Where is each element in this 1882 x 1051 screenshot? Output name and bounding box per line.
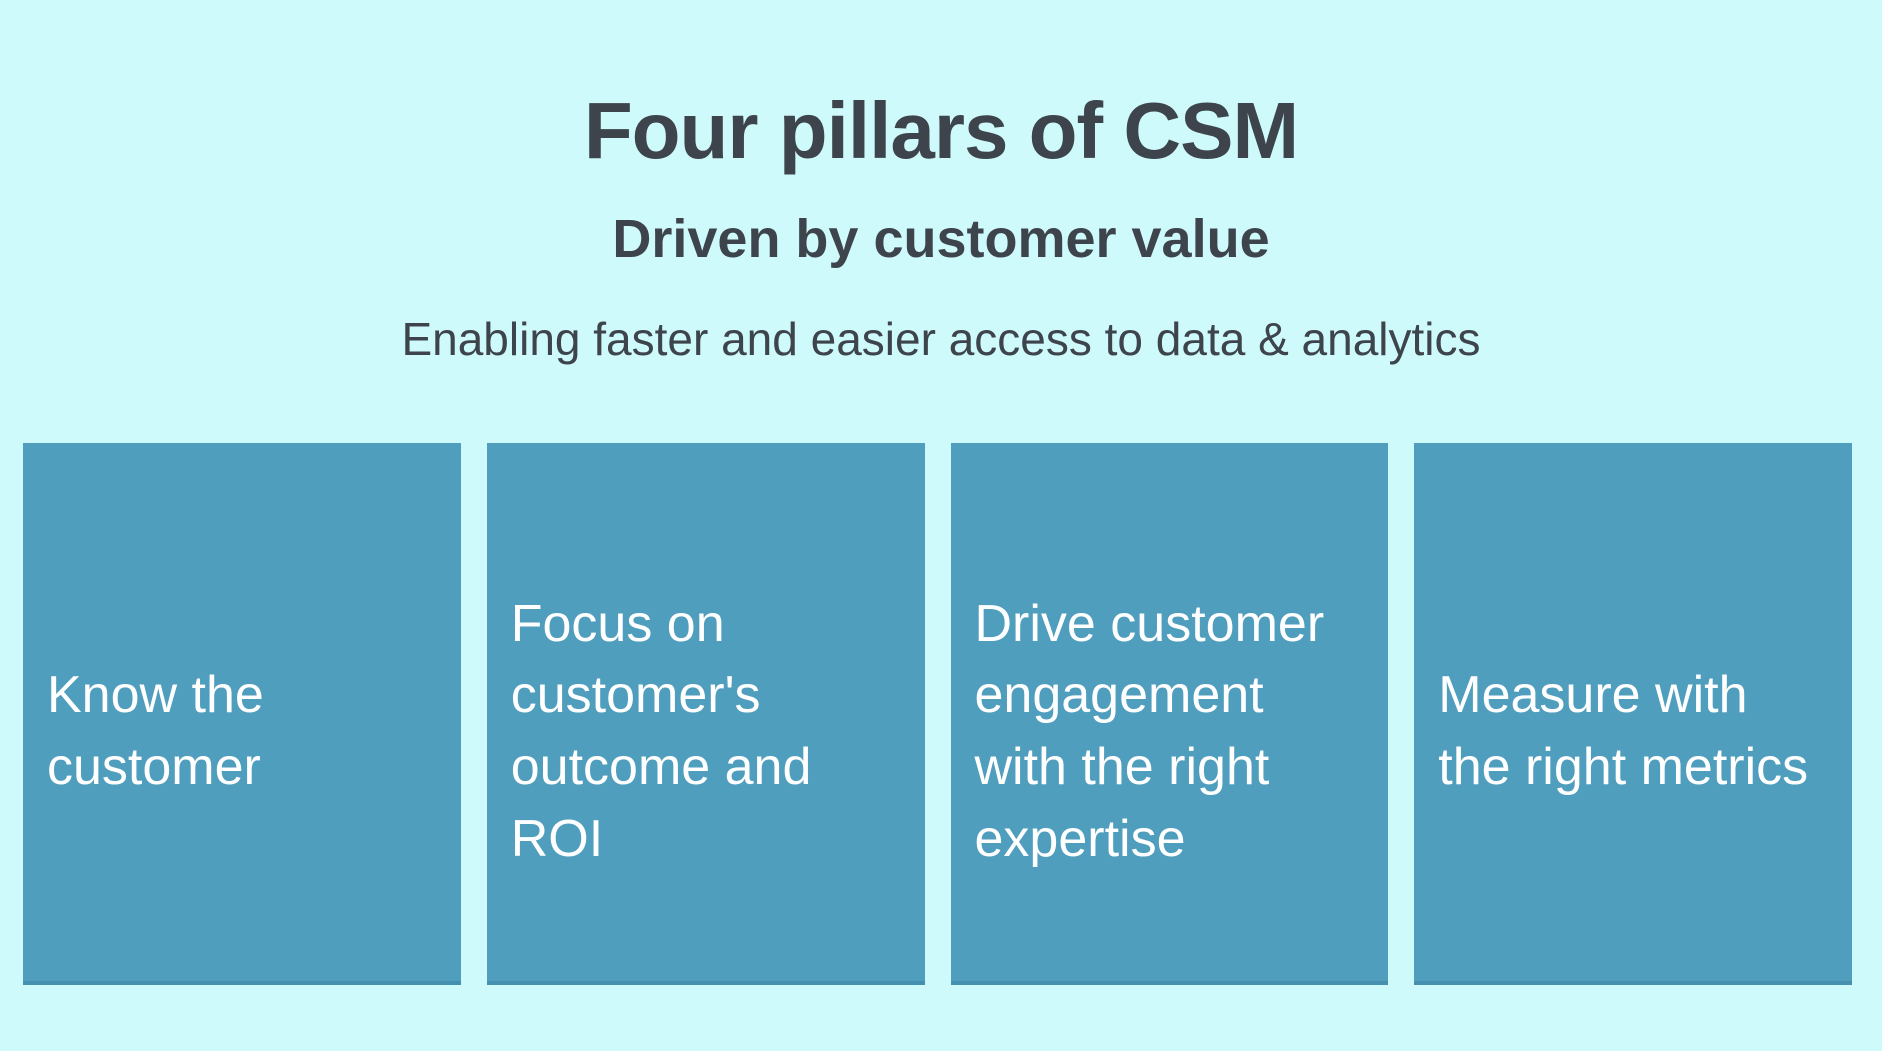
pillar-label: Drive customer engagement with the right… [974, 594, 1325, 868]
pillar-label: Measure with the right metrics [1438, 666, 1809, 796]
pillar-card-outcome-roi: Focus on customer's outcome and ROI [486, 443, 925, 985]
slide-title: Four pillars of CSM [583, 86, 1299, 175]
pillar-card-know-customer: Know the customer [23, 443, 461, 985]
pillar-card-right-metrics: Measure with the right metrics [1414, 443, 1852, 985]
slide-tagline: Enabling faster and easier access to dat… [401, 313, 1481, 366]
pillar-label: Know the customer [47, 666, 264, 796]
pillar-label: Focus on customer's outcome and ROI [510, 594, 812, 868]
pillar-card-engagement-expertise: Drive customer engagement with the right… [950, 443, 1389, 985]
slide-subtitle: Driven by customer value [612, 209, 1270, 270]
pillar-row: Know the customer Focus on customer's ou… [23, 443, 1852, 985]
slide-header: Four pillars of CSM Driven by customer v… [0, 0, 1882, 366]
